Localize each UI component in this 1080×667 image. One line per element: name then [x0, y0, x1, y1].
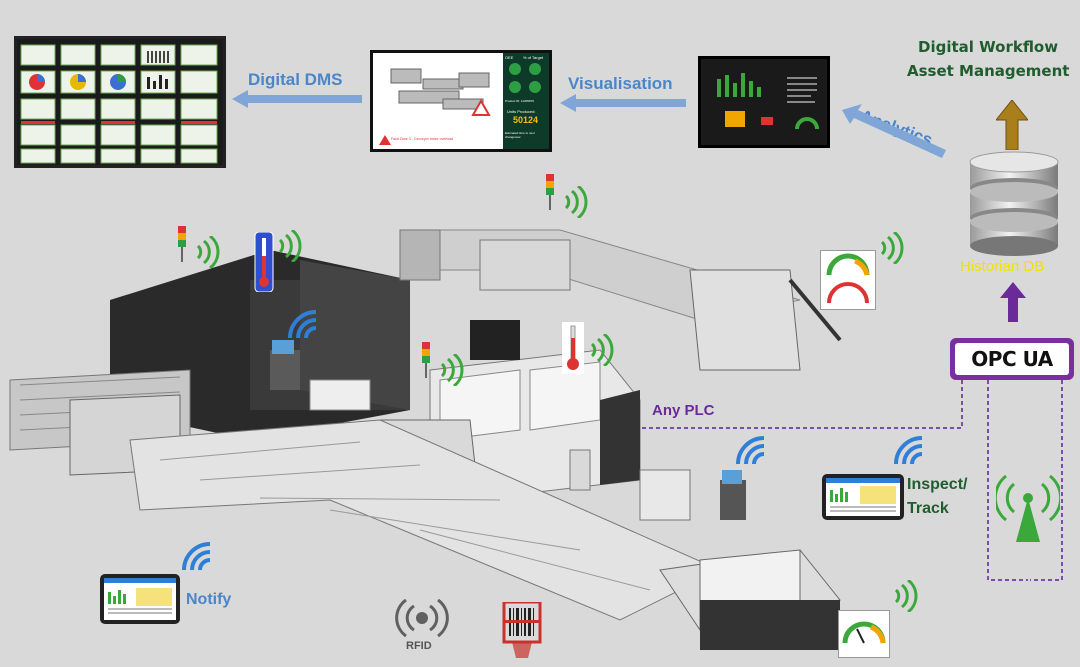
andon-light-icon	[178, 226, 186, 262]
front-conveyor	[129, 419, 841, 650]
gauge-icon	[842, 621, 886, 644]
opc-ua-box: OPC UA	[950, 338, 1074, 380]
back-conveyor	[399, 229, 842, 371]
digital-dms-label: Digital DMS	[248, 70, 343, 89]
gauge-panel-bottom	[838, 610, 890, 658]
signal-waves-icon	[564, 186, 588, 218]
inspect-label: Inspect/	[907, 476, 968, 493]
track-label: Track	[907, 500, 949, 517]
panel-title-target: % of Target	[523, 55, 544, 60]
kpi-circles	[509, 63, 541, 93]
wifi-icon	[894, 436, 923, 465]
opc-ua-label: OPC UA	[971, 347, 1053, 371]
factory-floor-illustration	[9, 229, 842, 650]
wifi-icon	[736, 436, 765, 465]
notify-tablet	[100, 574, 180, 624]
signal-waves-icon	[278, 230, 302, 262]
asset-management-label: Asset Management	[907, 62, 1070, 80]
wifi-icon	[288, 310, 317, 339]
inspect-tablet	[822, 474, 904, 520]
gauge-panel	[820, 250, 876, 310]
analytics-monitor	[698, 56, 830, 148]
analytics-dashboard	[701, 59, 827, 145]
changeover-tip: Estimated time to next changeover	[505, 131, 535, 139]
thermometer-icon	[254, 232, 274, 292]
notify-label: Notify	[186, 591, 232, 608]
digital-workflow-label: Digital Workflow	[918, 38, 1059, 56]
database-icon	[969, 151, 1059, 256]
rfid-icon	[395, 598, 449, 638]
visualisation-label: Visualisation	[568, 74, 673, 93]
units-produced-value: 50124	[513, 115, 539, 125]
signal-waves-icon	[590, 334, 614, 366]
signal-waves-icon	[894, 580, 918, 612]
visualisation-monitor: OEE % of Target Product ID: 11305879 Uni…	[370, 50, 552, 152]
thermometer-icon	[562, 322, 584, 374]
arrow-up-to-workflow	[996, 100, 1028, 150]
historian-db-label: Historian DB	[960, 258, 1045, 275]
arrow-to-analytics	[842, 104, 946, 158]
rfid-label: RFID	[406, 640, 432, 652]
signal-waves-icon	[440, 354, 464, 386]
arrow-to-visualisation	[560, 94, 686, 112]
signal-waves-icon	[880, 232, 904, 264]
barcode-scanner-icon	[502, 602, 542, 658]
panel-title-oee: OEE	[505, 55, 514, 60]
wireless-antenna-icon	[996, 474, 1060, 542]
notify-tablet-screen	[104, 578, 176, 620]
wifi-icon	[182, 542, 211, 571]
product-id: Product ID: 11305879	[505, 99, 534, 103]
andon-light-icon	[546, 174, 554, 210]
arrow-to-dms	[232, 90, 362, 108]
andon-light-icon	[422, 342, 430, 378]
tablet-dashboard	[826, 478, 900, 512]
tablet-dashboard	[104, 578, 176, 614]
workstation-carts	[270, 340, 746, 521]
units-produced-label: Units Produced:	[507, 109, 536, 114]
gauge-icon	[826, 253, 870, 304]
arrow-up-to-historian	[1000, 282, 1026, 322]
inspect-tablet-screen	[826, 478, 900, 516]
dms-monitor	[14, 36, 226, 168]
plc-connector-lines	[600, 380, 1063, 581]
any-plc-label: Any PLC	[652, 402, 715, 419]
signal-waves-icon	[196, 236, 220, 268]
dms-dashboard-grid	[17, 39, 223, 165]
fault-alert-text: Fault Zone 3 - Conveyor motor overload	[391, 137, 454, 141]
